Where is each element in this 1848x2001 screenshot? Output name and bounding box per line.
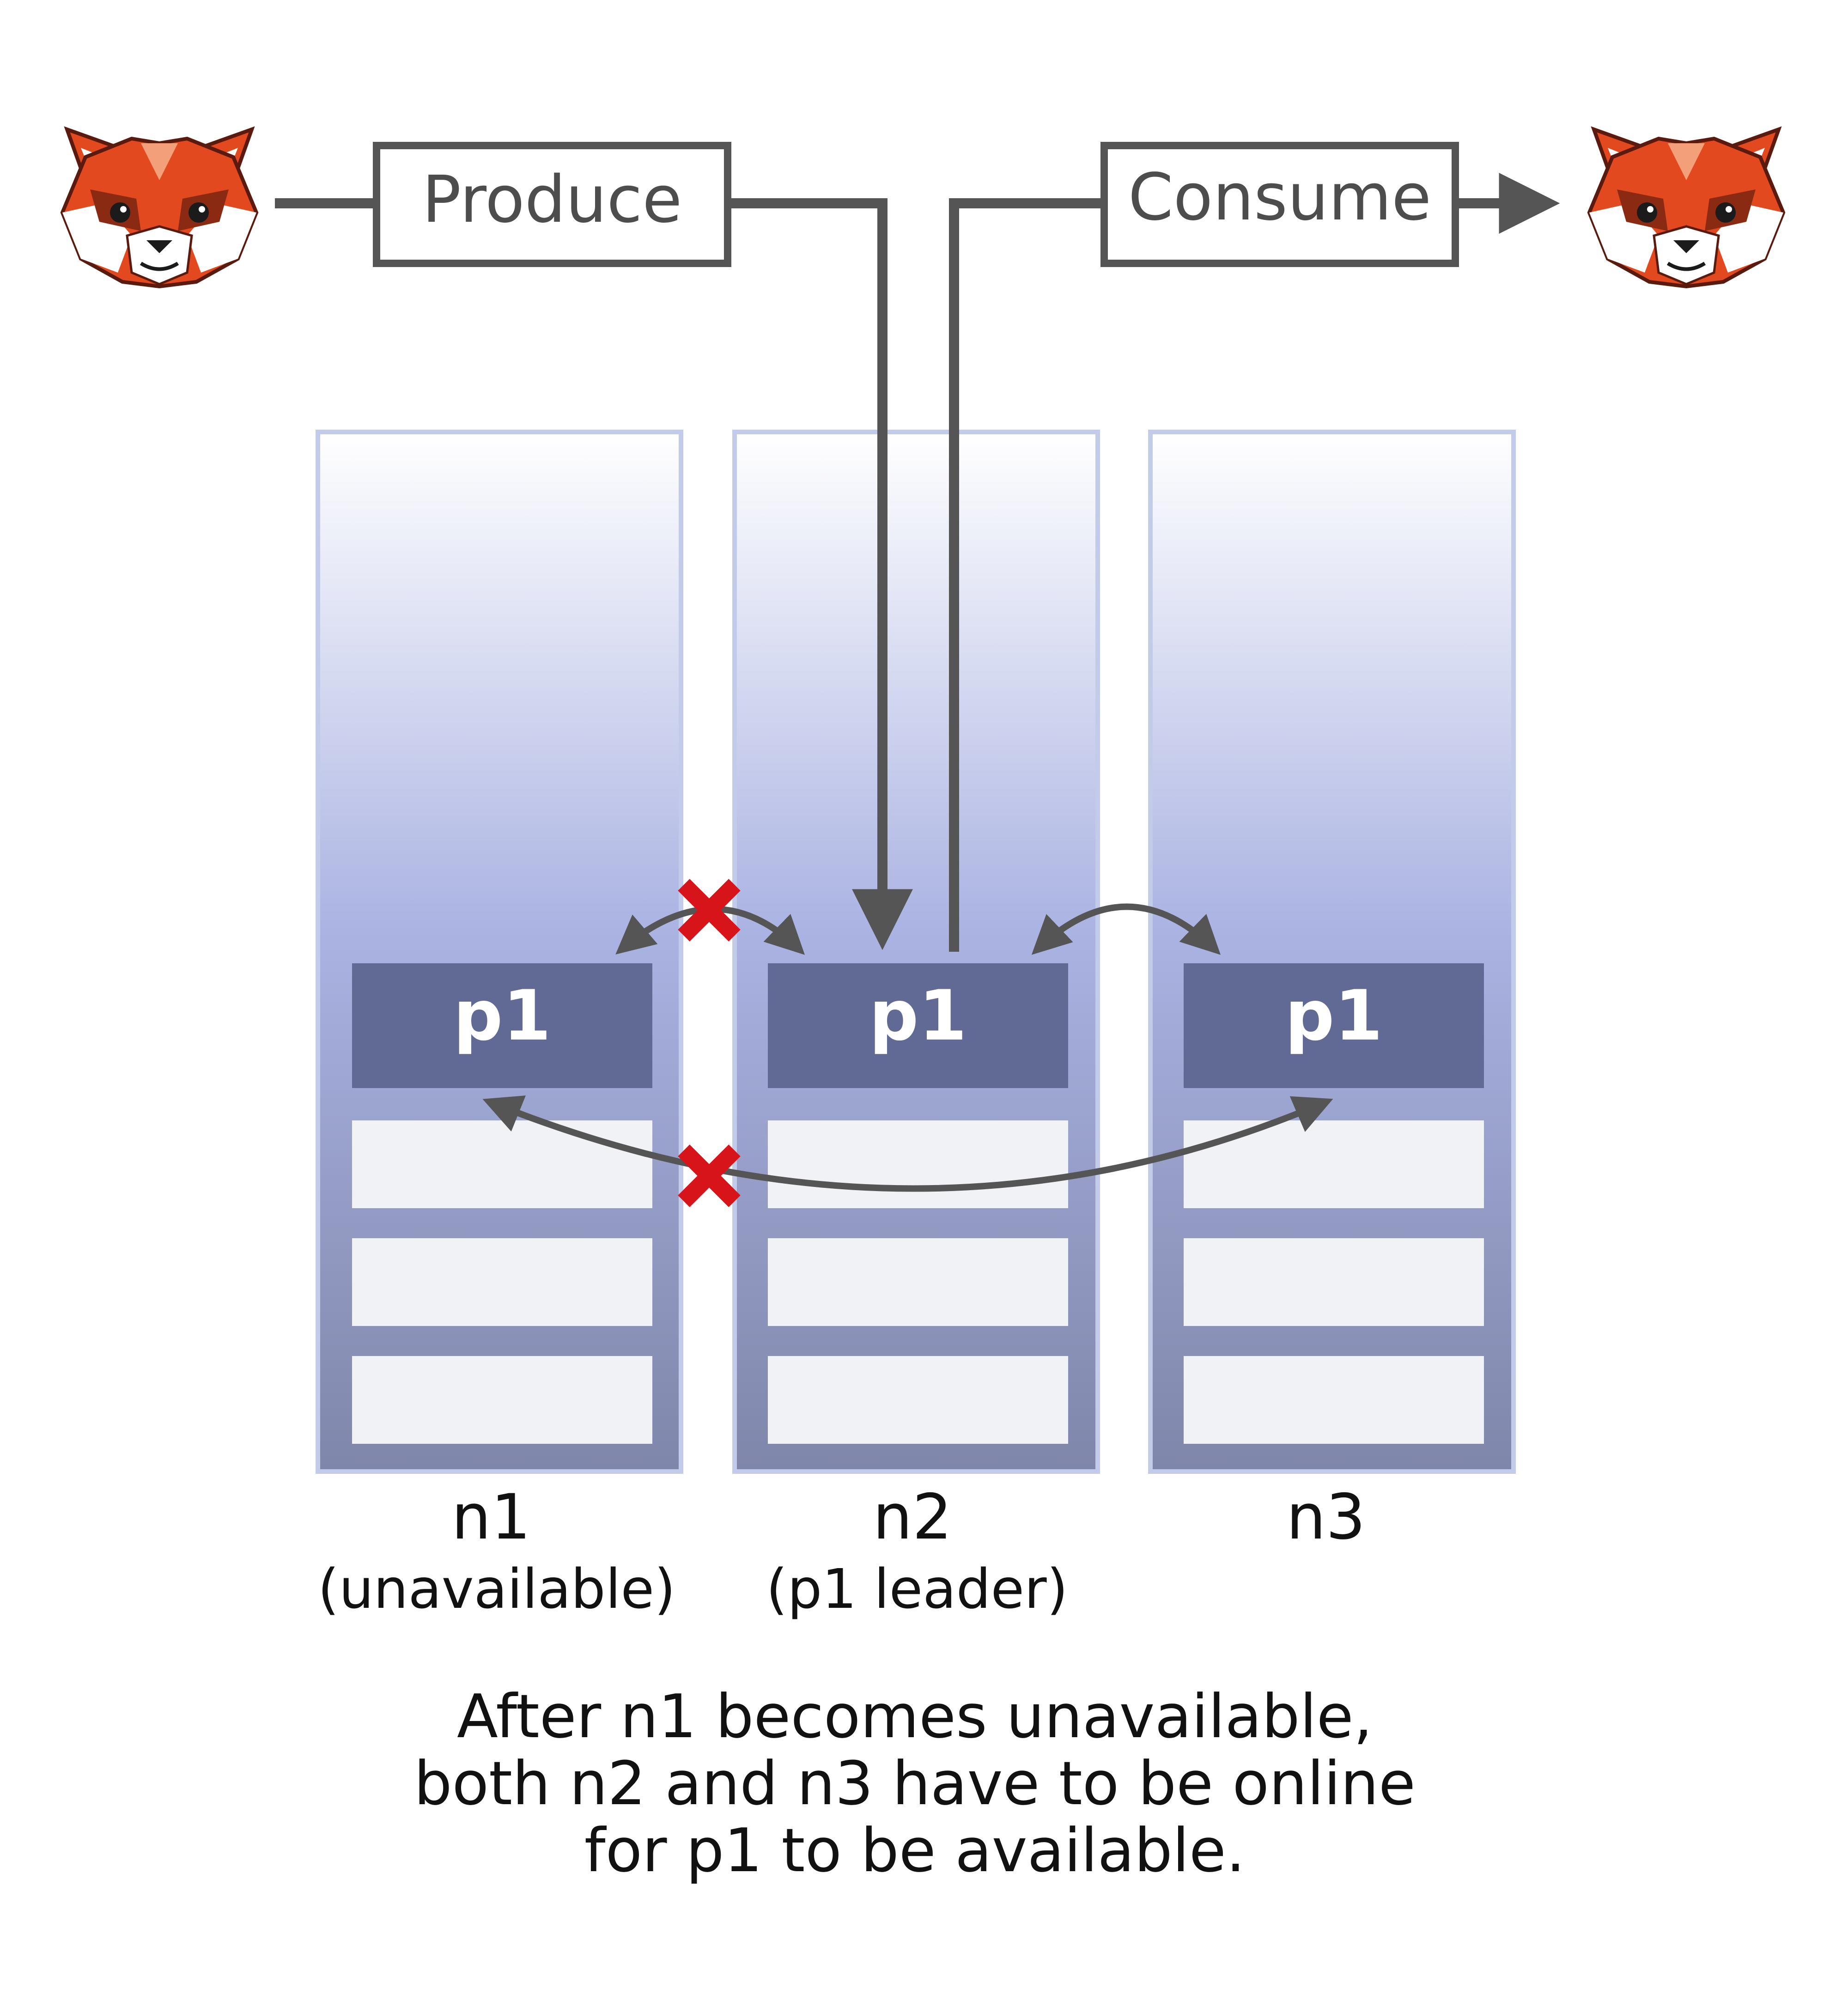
caption-line-3: for p1 to be available. <box>584 1815 1245 1885</box>
partition-label-n3: p1 <box>1285 976 1383 1056</box>
node-name-n3: n3 <box>1286 1481 1365 1553</box>
producer-panda-icon <box>62 129 256 286</box>
caption-line-2: both n2 and n3 have to be online <box>414 1748 1416 1819</box>
empty-slot <box>768 1356 1068 1444</box>
consumer-panda-icon <box>1589 129 1783 286</box>
node-status-n1: (unavailable) <box>318 1557 675 1621</box>
caption-line-1: After n1 becomes unavailable, <box>457 1681 1373 1752</box>
produce-label: Produce <box>422 162 682 237</box>
empty-slot <box>352 1120 652 1208</box>
red-x-icon <box>678 879 741 942</box>
produce-arrow <box>728 198 913 950</box>
partition-label-n2: p1 <box>869 976 967 1056</box>
empty-slot <box>352 1238 652 1326</box>
empty-slots-n3 <box>1184 1120 1484 1444</box>
consume-label: Consume <box>1128 160 1431 235</box>
replication-arrow-n1-n3 <box>482 1095 1333 1192</box>
partition-p1-n1: p1 <box>352 963 652 1088</box>
partition-p1-n3: p1 <box>1184 963 1484 1088</box>
empty-slot <box>1184 1356 1484 1444</box>
replication-arrow-n2-n3 <box>1031 903 1221 955</box>
partition-label-n1: p1 <box>453 976 551 1056</box>
partition-p1-n2: p1 <box>768 963 1068 1088</box>
empty-slots-n2 <box>768 1120 1068 1444</box>
consume-box: Consume <box>1100 142 1459 267</box>
consume-line <box>949 198 1104 952</box>
empty-slot <box>352 1356 652 1444</box>
empty-slot <box>768 1120 1068 1208</box>
empty-slot <box>768 1238 1068 1326</box>
empty-slot <box>1184 1120 1484 1208</box>
produce-box: Produce <box>373 142 731 267</box>
red-x-icon <box>678 1144 741 1207</box>
node-name-n2: n2 <box>873 1481 952 1553</box>
node-status-n2: (p1 leader) <box>766 1557 1068 1621</box>
node-name-n1: n1 <box>451 1481 530 1553</box>
empty-slots-n1 <box>352 1120 652 1444</box>
empty-slot <box>1184 1238 1484 1326</box>
